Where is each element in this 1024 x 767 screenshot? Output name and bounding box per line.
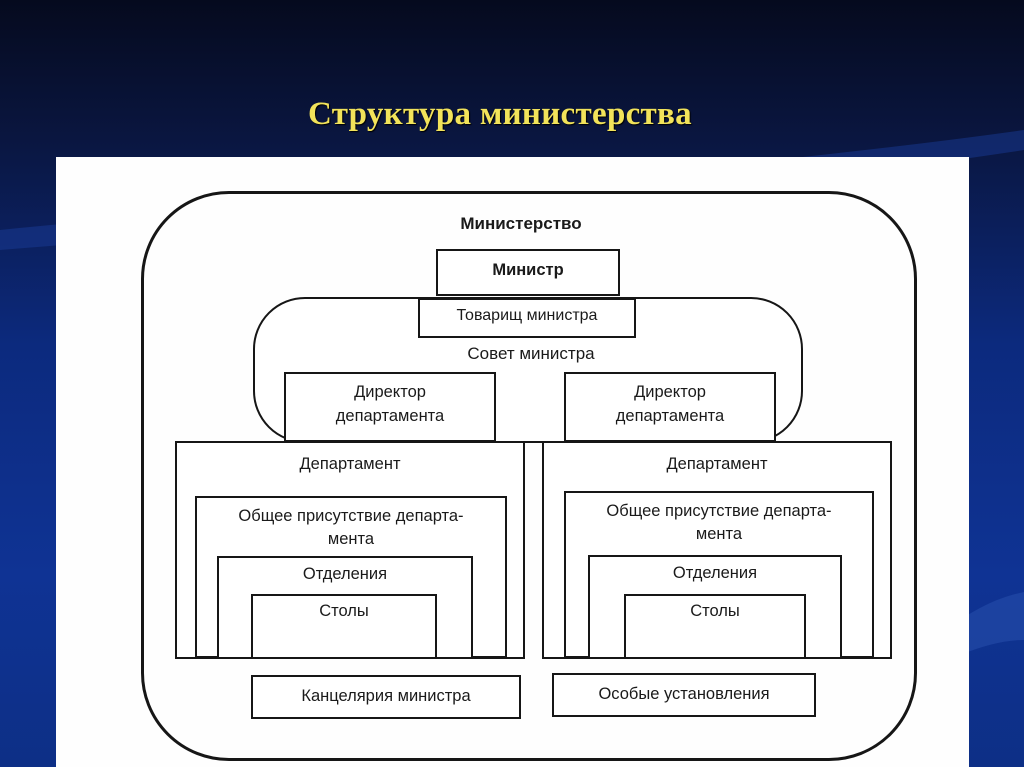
- minister-box: Министр: [436, 249, 620, 296]
- divisions-box: Отделения Столы: [217, 556, 473, 659]
- general-presence-line2: мента: [327, 530, 375, 548]
- divisions-box: Отделения Столы: [588, 555, 842, 659]
- desks-label: Столы: [690, 602, 740, 620]
- desks-box: Столы: [624, 594, 806, 659]
- divisions-label: Отделения: [302, 565, 388, 583]
- department-label: Департамент: [666, 455, 768, 473]
- department-box-left: Департамент Общее присутствие департа- м…: [175, 441, 525, 659]
- department-label: Департамент: [299, 455, 401, 473]
- chancellery-box: Канцелярия министра: [251, 675, 521, 719]
- general-presence-box: Общее присутствие департа- мента Отделен…: [564, 491, 874, 659]
- diagram-paper: Министерство Министр Товарищ министра Со…: [56, 157, 969, 767]
- director-line2: департамента: [335, 407, 445, 425]
- desks-label: Столы: [319, 602, 369, 620]
- divisions-label: Отделения: [672, 564, 758, 582]
- slide-title: Структура министерства: [308, 96, 692, 132]
- ministry-label: Министерство: [460, 214, 582, 233]
- deputy-minister-box: Товарищ министра: [418, 298, 636, 338]
- ministry-container: [141, 191, 917, 761]
- general-presence-box: Общее присутствие департа- мента Отделен…: [195, 496, 507, 659]
- general-presence-line2: мента: [695, 525, 743, 543]
- general-presence-line1: Общее присутствие департа-: [606, 502, 832, 520]
- council-label: Совет министра: [467, 344, 595, 363]
- desks-box: Столы: [251, 594, 437, 659]
- director-line1: Директор: [634, 383, 706, 401]
- special-institutions-box: Особые установления: [552, 673, 816, 717]
- general-presence-line1: Общее присутствие департа-: [238, 507, 464, 525]
- director-box-left: Директор департамента: [284, 372, 496, 442]
- director-line1: Директор: [354, 383, 426, 401]
- department-box-right: Департамент Общее присутствие департа- м…: [542, 441, 892, 659]
- director-box-right: Директор департамента: [564, 372, 776, 442]
- director-line2: департамента: [615, 407, 725, 425]
